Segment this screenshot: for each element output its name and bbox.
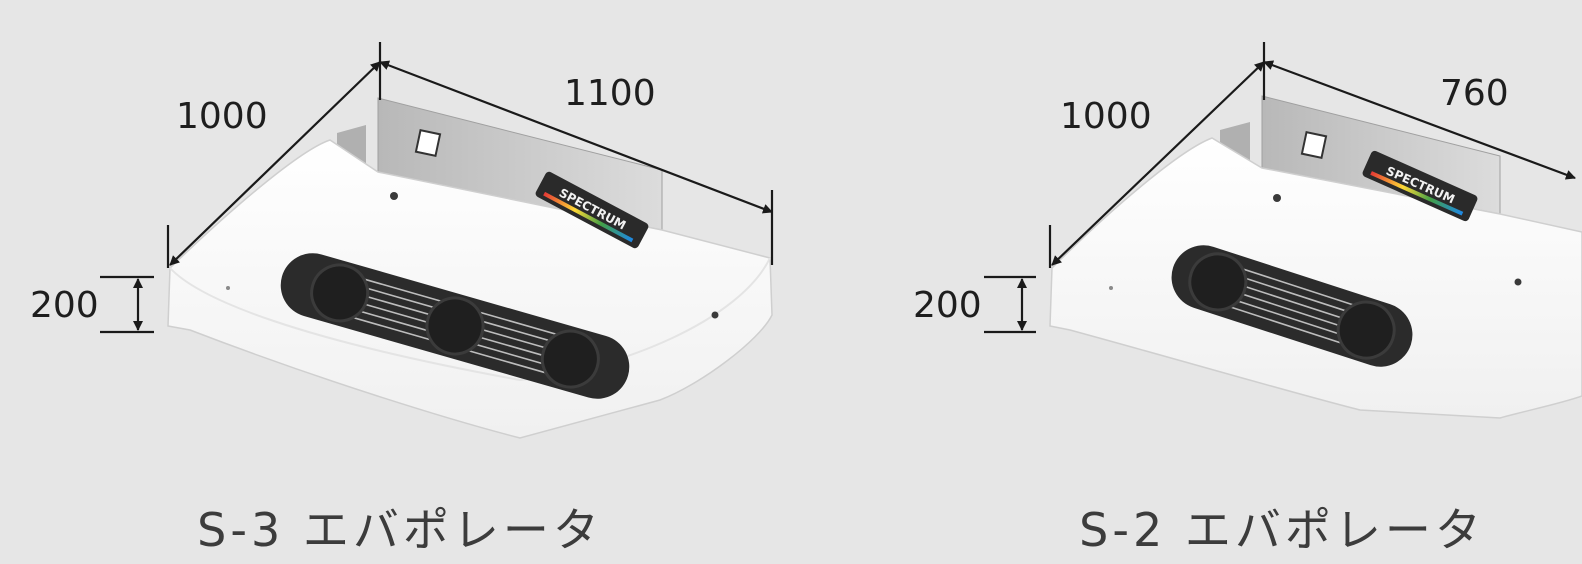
fan-icon [1336,300,1396,360]
screw-hole [1109,286,1113,290]
fan-vent-s3 [280,253,630,399]
fan-icon [540,329,600,389]
width-dimension-label: 1000 [176,96,268,137]
brand-logo [414,128,442,158]
evaporator-housing [1049,137,1582,419]
depth-dimension-label: 760 [1440,73,1509,114]
fan-icon [425,296,485,356]
evaporator-unit-s2: SPECTRUM 1000 760 200 S-2 エバ [913,42,1582,557]
screw-hole [711,311,719,319]
dimension-line-depth [379,60,773,214]
brand-logo [1300,130,1328,160]
width-dimension-label: 1000 [1060,96,1152,137]
unit-caption: S-2 エバポレータ [1079,503,1485,557]
screw-hole [226,286,230,290]
dimension-line-width [169,61,381,266]
fan-vent-s2 [1171,245,1413,367]
height-dimension-label: 200 [913,285,982,326]
dimension-line-width [1051,61,1265,266]
height-dimension-label: 200 [30,285,99,326]
dimension-line-depth [1263,60,1576,180]
screw-hole [390,192,398,200]
screw-hole [1514,278,1522,286]
fan-icon [310,263,370,323]
evaporator-unit-s3: SPECTRUM 1000 [30,42,774,557]
depth-dimension-label: 1100 [564,73,656,114]
unit-caption: S-3 エバポレータ [197,503,603,557]
screw-hole [1273,194,1281,202]
